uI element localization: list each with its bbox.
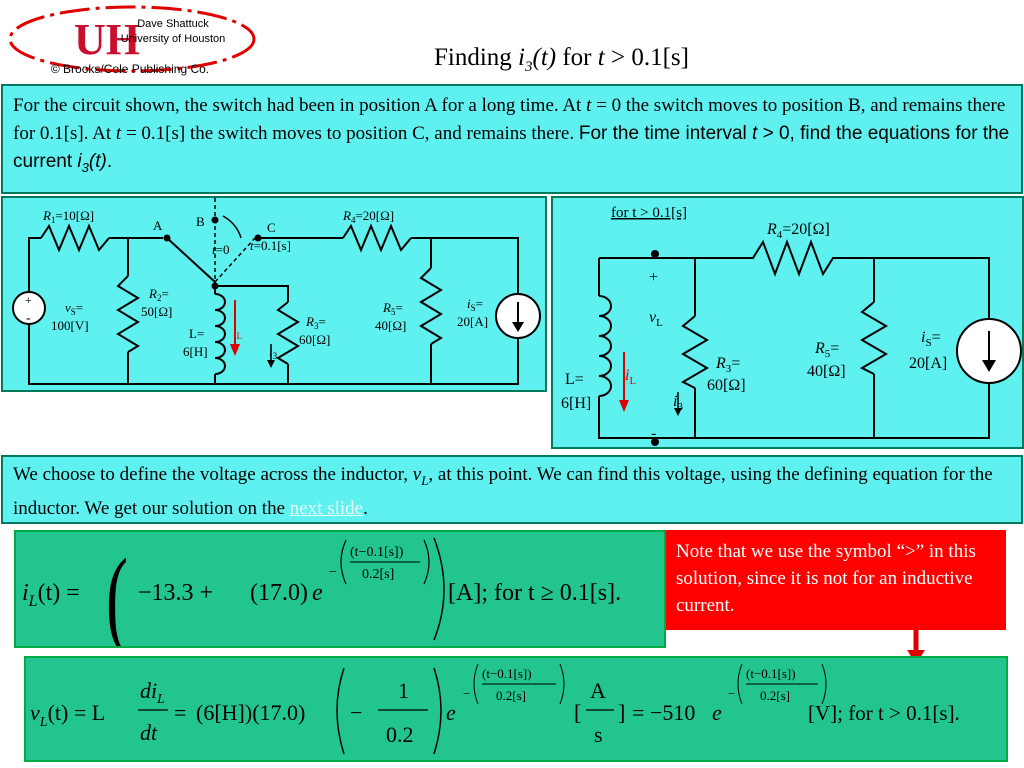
page-title: Finding i3(t) for t > 0.1[s] [434,44,689,75]
svg-text:(: ( [106,536,128,646]
r2-label: R2= [148,286,169,303]
r4-label: R4=20[Ω] [342,208,394,225]
switch-time-0: t=0 [212,242,229,257]
svg-text:(6[H])(17.0): (6[H])(17.0) [196,700,305,725]
svg-text:0.2[s]: 0.2[s] [760,688,790,703]
svg-text:1: 1 [398,678,409,703]
switch-time-01: t=0.1[s] [250,238,291,253]
voltage-source [12,291,46,325]
is-value: 20[A] [457,314,488,329]
vs-plus: + [25,293,32,307]
circuit-diagram-reduced: for t > 0.1[s] R4=20[Ω] R3= 60[Ω] R5= 40… [551,196,1024,449]
svg-text:e: e [312,580,323,606]
switch-label-b: B [196,214,205,229]
i3-label: i3 [269,344,278,361]
right-vl-label: vL [649,309,663,329]
svg-text:−13.3 +: −13.3 + [138,580,213,606]
svg-text:−: − [350,700,362,725]
r5-value: 40[Ω] [375,318,406,333]
r3-value: 60[Ω] [299,332,330,347]
svg-text:(17.0): (17.0) [250,580,308,606]
svg-text:(t−0.1[s]): (t−0.1[s]) [482,666,532,681]
circuit-left-svg: R1=10[Ω] R4=20[Ω] A B C t=0 t=0.1[s] R2=… [12,198,541,385]
right-r5-label: R5= [814,340,839,360]
il-label: iL [233,324,242,341]
svg-text:vL(t) = L: vL(t) = L [30,700,105,730]
logo-letters: UH [74,15,140,64]
svg-text:=: = [174,700,186,725]
svg-text:]: ] [618,700,625,725]
institution-name: University of Houston [120,33,226,45]
right-r3-label: R3= [715,355,740,375]
right-l-label: L= [565,371,584,388]
vs-minus: - [26,311,31,326]
svg-text:e: e [712,700,722,725]
note-box: Note that we use the symbol “>” in this … [666,530,1006,630]
vs-value: 100[V] [51,318,89,333]
right-l-value: 6[H] [561,395,591,412]
r3-label: R3= [305,314,326,331]
svg-text:dt: dt [140,720,158,745]
svg-text:−: − [728,686,735,701]
circuit-diagram-full: R1=10[Ω] R4=20[Ω] A B C t=0 t=0.1[s] R2=… [1,196,547,392]
equation-vl-svg: vL(t) = L diL dt = (6[H])(17.0) − 1 0.2 … [30,663,960,755]
svg-text:0.2: 0.2 [386,722,414,747]
svg-text:(t−0.1[s]): (t−0.1[s]) [746,666,796,681]
svg-text:s: s [594,722,603,747]
copyright-text: © Brooks/Cole Publishing Co. [50,62,210,76]
equation-il: iL(t) = ( −13.3 + (17.0) e − (t−0.1[s]) … [14,530,666,658]
right-r5-value: 40[Ω] [807,363,846,380]
right-is-label: iS= [921,329,941,349]
svg-text:[V]; for t > 0.1[s].: [V]; for t > 0.1[s]. [808,701,960,725]
svg-text:−: − [329,565,337,580]
right-vl-minus: - [651,425,656,442]
right-i3-label: i3 [673,393,683,413]
vs-label: vS= [65,300,83,317]
right-r3-value: 60[Ω] [707,377,746,394]
circuit-right-svg: for t > 0.1[s] R4=20[Ω] R3= 60[Ω] R5= 40… [561,205,1022,446]
explanation-text: We choose to define the voltage across t… [1,455,1023,524]
right-vl-plus: + [649,269,658,286]
svg-text:0.2[s]: 0.2[s] [496,688,526,703]
r2-value: 50[Ω] [141,304,172,319]
switch-label-c: C [267,220,276,235]
svg-text:−: − [463,686,470,701]
right-r4-label: R4=20[Ω] [766,221,830,241]
svg-text:[A]; for t ≥ 0.1[s].: [A]; for t ≥ 0.1[s]. [448,580,621,606]
equation-vl: vL(t) = L diL dt = (6[H])(17.0) − 1 0.2 … [24,656,1008,762]
svg-text:diL: diL [140,678,165,707]
l-value: 6[H] [183,344,208,359]
switch-label-a: A [153,218,163,233]
switch-contact-c [254,234,262,242]
right-il-label: iL [625,367,636,387]
svg-text:e: e [446,700,456,725]
r1-label: R1=10[Ω] [42,208,94,225]
svg-text:[: [ [574,700,581,725]
uh-logo: UH [8,5,256,73]
svg-text:(t−0.1[s]): (t−0.1[s]) [350,545,404,560]
svg-text:= −510: = −510 [632,700,695,725]
is-label: iS= [467,296,483,313]
right-is-value: 20[A] [909,355,947,372]
svg-text:A: A [590,678,606,703]
next-slide-link[interactable]: next slide [289,497,364,519]
l-label: L= [189,326,204,341]
equation-il-svg: iL(t) = ( −13.3 + (17.0) e − (t−0.1[s]) … [22,536,621,658]
reduced-circuit-caption: for t > 0.1[s] [611,205,687,221]
author-name: Dave Shattuck [137,18,209,30]
r5-label: R5= [382,300,403,317]
problem-statement: For the circuit shown, the switch had be… [1,84,1023,194]
switch-contact-b [211,216,219,224]
switch-contact-a [163,234,171,242]
svg-text:iL(t) =: iL(t) = [22,580,80,610]
svg-text:0.2[s]: 0.2[s] [362,567,394,582]
